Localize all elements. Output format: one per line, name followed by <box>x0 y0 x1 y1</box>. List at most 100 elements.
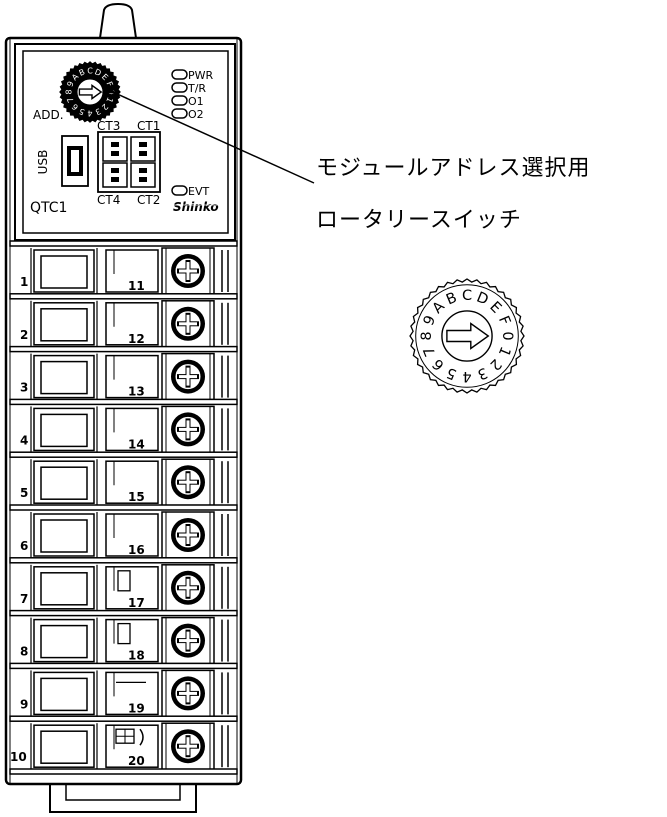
terminal-number-right: 15 <box>128 490 145 504</box>
callout-label-line1: モジュールアドレス選択用 <box>316 156 591 181</box>
led-pwr <box>171 69 188 80</box>
led-label-tr: T/R <box>187 82 206 95</box>
terminal-row: 7 17 <box>9 557 238 612</box>
ct1-label: CT1 <box>137 119 160 133</box>
terminal-number-right: 19 <box>128 701 145 715</box>
ct2-label: CT2 <box>137 193 160 207</box>
ct2-connector <box>130 162 156 188</box>
switch-character: 4 <box>462 368 471 384</box>
terminal-number-left: 7 <box>20 592 28 606</box>
terminal-number-left: 4 <box>20 433 28 447</box>
release-slot[interactable] <box>105 671 159 716</box>
terminal-number-right: 18 <box>128 649 145 663</box>
switch-character: A <box>70 72 81 83</box>
release-slot[interactable] <box>105 249 159 293</box>
release-slot[interactable] <box>105 566 159 610</box>
release-slot[interactable] <box>105 618 159 663</box>
switch-character: 6 <box>70 102 80 112</box>
terminal-number-right: 16 <box>128 543 145 557</box>
release-slot[interactable] <box>105 302 159 346</box>
ct-connectors <box>97 131 161 193</box>
switch-character: 5 <box>78 106 86 116</box>
release-slot[interactable] <box>105 513 159 557</box>
ct4-label: CT4 <box>97 193 120 207</box>
terminal-screw[interactable] <box>171 729 205 764</box>
terminal-row: 10 20 <box>9 715 238 770</box>
terminal-row: 9 19 <box>9 662 238 718</box>
terminal-number-right: 17 <box>128 596 145 610</box>
switch-character: 4 <box>87 109 92 118</box>
switch-pointer-arrow <box>78 84 103 100</box>
switch-character: 9 <box>65 80 75 88</box>
terminal-number-right: 13 <box>128 385 145 399</box>
terminal-row: 3 13 <box>9 345 238 401</box>
terminal-number-left: 9 <box>20 697 28 711</box>
switch-character: 0 <box>107 89 116 94</box>
switch-character: 2 <box>100 102 110 112</box>
led-label-pwr: PWR <box>188 69 214 82</box>
evt-led <box>171 185 188 196</box>
switch-character: 1 <box>104 96 114 104</box>
led-tr <box>171 82 188 93</box>
ct4-connector <box>102 162 128 188</box>
terminal-screw[interactable] <box>171 412 205 447</box>
terminal-number-left: 3 <box>20 381 28 395</box>
switch-pointer-arrow <box>446 322 490 350</box>
switch-character: 3 <box>94 106 102 116</box>
led-label-o2: O2 <box>188 108 204 121</box>
brand-logo: Shinko <box>173 200 219 214</box>
terminal-screw[interactable] <box>171 465 205 500</box>
terminal-number-right: 14 <box>128 437 145 451</box>
terminal-row: 2 12 <box>9 293 238 348</box>
terminal-number-left: 8 <box>20 645 28 659</box>
switch-character: D <box>93 67 102 78</box>
ct3-label: CT3 <box>97 119 120 133</box>
terminal-bottom-bar <box>9 768 238 775</box>
terminal-number-left: 10 <box>10 750 27 764</box>
terminal-screw[interactable] <box>171 359 205 394</box>
led-label-o1: O1 <box>188 95 204 108</box>
led-o1 <box>171 95 188 106</box>
terminal-screw[interactable] <box>171 570 205 605</box>
terminal-number-left: 2 <box>20 328 28 342</box>
switch-character: C <box>462 288 472 304</box>
switch-character: B <box>78 67 87 77</box>
terminal-row: 8 18 <box>9 609 238 665</box>
callout-label-line2: ロータリースイッチ <box>316 208 522 233</box>
release-slot[interactable] <box>105 460 159 504</box>
switch-character: 8 <box>419 331 435 340</box>
terminal-number-left: 1 <box>20 275 28 289</box>
terminal-screw[interactable] <box>171 676 205 711</box>
terminal-screw[interactable] <box>171 623 205 658</box>
switch-character: E <box>100 72 110 82</box>
switch-character: 0 <box>499 331 515 340</box>
top-latch <box>98 2 138 39</box>
ct3-connector <box>102 136 128 162</box>
release-slot[interactable] <box>105 354 159 399</box>
bottom-tab <box>49 784 197 813</box>
terminal-number-right: 12 <box>128 332 145 346</box>
terminal-number-right: 11 <box>128 279 145 293</box>
terminal-screw[interactable] <box>171 306 205 341</box>
terminal-row: 4 14 <box>9 398 238 454</box>
led-o2 <box>171 108 188 119</box>
terminal-number-left: 5 <box>20 486 28 500</box>
switch-character: 8 <box>65 89 74 94</box>
ct1-connector <box>130 136 156 162</box>
terminal-number-right: 20 <box>128 754 145 768</box>
address-label: ADD. <box>33 108 64 122</box>
release-slot[interactable] <box>105 407 159 452</box>
terminal-screw[interactable] <box>171 254 205 288</box>
switch-character: 7 <box>65 96 75 104</box>
model-label: QTC1 <box>30 200 67 216</box>
evt-label: EVT <box>188 185 209 198</box>
terminal-screw[interactable] <box>171 518 205 552</box>
